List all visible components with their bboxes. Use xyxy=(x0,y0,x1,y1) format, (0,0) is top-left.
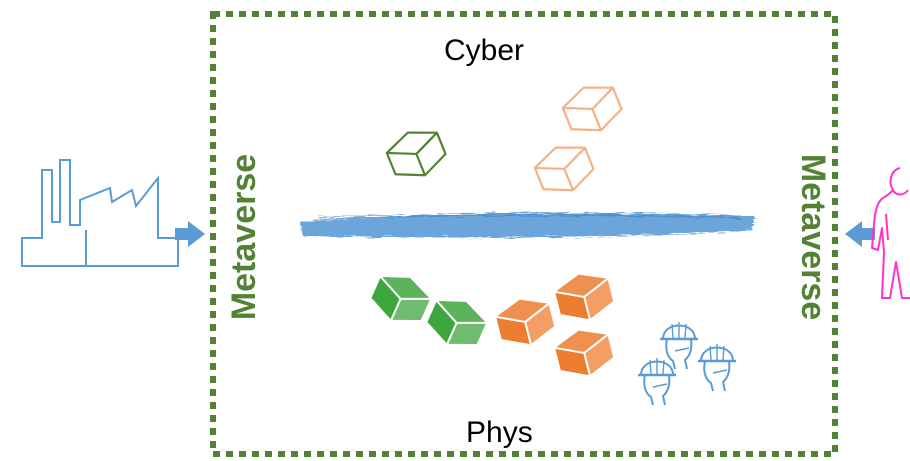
divider-stroke xyxy=(300,212,755,238)
cube-icon xyxy=(551,267,618,327)
metaverse-frame xyxy=(210,11,838,457)
metaverse-label-left: Metaverse xyxy=(225,153,263,321)
construction-worker-icon xyxy=(696,342,738,393)
cube-icon xyxy=(492,292,559,352)
metaverse-label-right: Metaverse xyxy=(794,153,832,321)
cube-icon xyxy=(529,136,600,202)
person-icon xyxy=(871,167,910,299)
cube-icon xyxy=(381,121,452,187)
arrow-left-icon xyxy=(175,221,205,247)
cube-icon xyxy=(365,265,436,332)
construction-worker-icon xyxy=(636,356,678,407)
arrow-right-icon xyxy=(845,221,875,247)
cube-icon xyxy=(557,76,628,142)
phys-label: Phys xyxy=(466,416,533,449)
construction-worker-icon xyxy=(658,320,700,371)
factory-icon xyxy=(21,159,179,267)
cyber-label: Cyber xyxy=(444,34,525,67)
cube-icon xyxy=(551,323,618,383)
cube-icon xyxy=(421,289,492,356)
